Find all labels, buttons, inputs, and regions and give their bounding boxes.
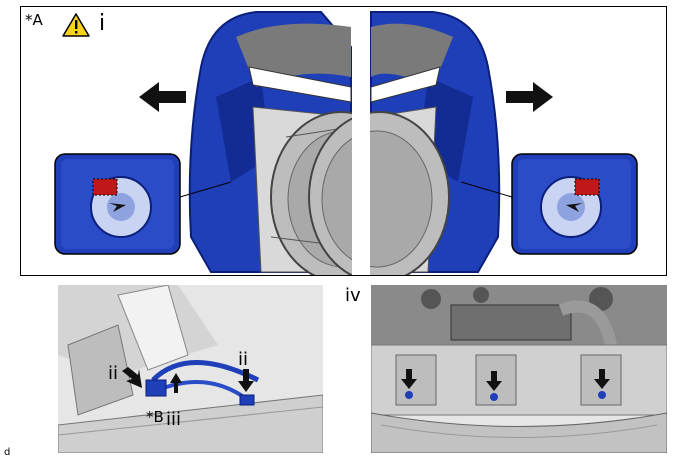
warning-triangle-icon <box>62 13 90 37</box>
step-iv-label: iv <box>345 285 361 306</box>
step-ii-left-label: ii <box>108 363 119 384</box>
right-detail-inset <box>460 153 638 255</box>
step-i-label: i <box>99 11 106 36</box>
connector-detail-panel: ii ii iii *B <box>58 285 323 453</box>
bumper-removal-illustration <box>54 7 638 275</box>
lower-clips-panel <box>371 285 667 453</box>
callout-b-label: *B <box>146 408 164 426</box>
pull-arrow-right-icon <box>506 82 553 112</box>
arrow-clip-right-icon <box>594 369 610 389</box>
panel-a-frame: *A i <box>20 6 667 276</box>
step-ii-right-label: ii <box>238 349 249 370</box>
step-iii-label: iii <box>166 409 182 430</box>
right-bumper-half <box>308 11 501 275</box>
panel-a-label: *A <box>25 11 43 29</box>
corner-label: d <box>4 447 11 458</box>
arrow-clip-center-icon <box>486 371 502 391</box>
connector-illustration <box>58 285 323 453</box>
arrow-ii-right-icon <box>238 369 254 392</box>
arrow-clip-left-icon <box>401 369 417 389</box>
arrow-iii-icon <box>170 373 182 393</box>
lower-bumper-illustration <box>371 285 667 453</box>
arrow-ii-left-icon <box>122 367 142 388</box>
left-detail-inset <box>54 153 232 255</box>
pull-arrow-left-icon <box>139 82 186 112</box>
